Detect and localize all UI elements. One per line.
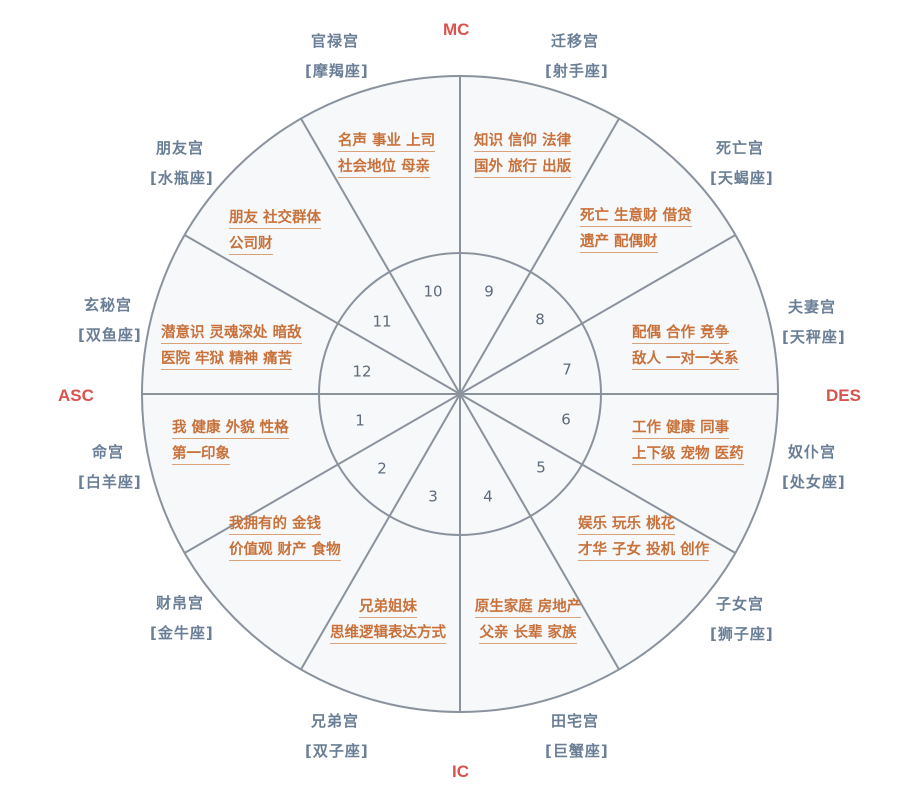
zodiac-sign: [巨蟹座] bbox=[545, 742, 609, 760]
house-name: 兄弟宫 bbox=[310, 712, 359, 730]
house-number-5: 5 bbox=[536, 459, 546, 477]
zodiac-sign: [天秤座] bbox=[782, 328, 846, 346]
mc-axis-label: MC bbox=[443, 20, 470, 39]
house-description-2: 我拥有的 金钱 价值观 财产 食物 bbox=[229, 509, 341, 566]
zodiac-sign: [射手座] bbox=[545, 62, 609, 80]
house-number-8: 8 bbox=[535, 311, 545, 329]
house-description-6: 工作 健康 同事 上下级 宠物 医药 bbox=[632, 413, 744, 470]
house-description-9: 知识 信仰 法律 国外 旅行 出版 bbox=[474, 126, 572, 183]
house-number-3: 3 bbox=[428, 488, 438, 506]
house-description-11: 朋友 社交群体 公司财 bbox=[229, 203, 322, 260]
house-number-4: 4 bbox=[483, 488, 493, 506]
house-name: 迁移宫 bbox=[550, 32, 599, 50]
house-description-1: 我 健康 外貌 性格 第一印象 bbox=[172, 413, 289, 470]
house-number-11: 11 bbox=[372, 313, 391, 331]
zodiac-sign: [双鱼座] bbox=[78, 326, 142, 344]
zodiac-sign: [天蝎座] bbox=[710, 169, 774, 187]
zodiac-sign: [水瓶座] bbox=[150, 169, 214, 187]
house-description-10: 名声 事业 上司 社会地位 母亲 bbox=[338, 126, 436, 183]
house-label-8: 死亡宫 [天蝎座] bbox=[710, 133, 774, 193]
house-label-5: 子女宫 [狮子座] bbox=[710, 589, 774, 649]
house-description-12: 潜意识 灵魂深处 暗敌 医院 牢狱 精神 痛苦 bbox=[161, 318, 302, 375]
house-name: 夫妻宫 bbox=[787, 298, 836, 316]
house-label-1: 命宫 [白羊座] bbox=[78, 437, 142, 497]
house-label-12: 玄秘宫 [双鱼座] bbox=[78, 290, 142, 350]
house-description-8: 死亡 生意财 借贷 遗产 配偶财 bbox=[580, 201, 692, 258]
des-axis-label: DES bbox=[826, 386, 861, 405]
house-label-2: 财帛宫 [金牛座] bbox=[150, 588, 214, 648]
house-name: 奴仆宫 bbox=[787, 443, 836, 461]
house-number-6: 6 bbox=[561, 411, 571, 429]
house-description-7: 配偶 合作 竞争 敌人 一对一关系 bbox=[632, 318, 739, 375]
zodiac-sign: [摩羯座] bbox=[305, 62, 369, 80]
house-description-4: 原生家庭 房地产 父亲 长辈 家族 bbox=[465, 592, 591, 649]
zodiac-sign: [白羊座] bbox=[78, 473, 142, 491]
house-label-11: 朋友宫 [水瓶座] bbox=[150, 133, 214, 193]
ic-axis-label: IC bbox=[452, 762, 469, 781]
house-label-9: 迁移宫 [射手座] bbox=[545, 26, 609, 86]
house-name: 子女宫 bbox=[715, 595, 764, 613]
house-number-9: 9 bbox=[484, 283, 494, 301]
house-number-2: 2 bbox=[377, 460, 387, 478]
zodiac-sign: [金牛座] bbox=[150, 624, 214, 642]
house-label-3: 兄弟宫 [双子座] bbox=[305, 706, 369, 766]
house-label-7: 夫妻宫 [天秤座] bbox=[782, 292, 846, 352]
house-name: 死亡宫 bbox=[715, 139, 764, 157]
asc-axis-label: ASC bbox=[58, 386, 94, 405]
house-description-3: 兄弟姐妹 思维逻辑表达方式 bbox=[320, 592, 456, 649]
house-number-1: 1 bbox=[355, 412, 365, 430]
house-label-6: 奴仆宫 [处女座] bbox=[782, 437, 846, 497]
house-description-5: 娱乐 玩乐 桃花 才华 子女 投机 创作 bbox=[578, 509, 710, 566]
house-name: 玄秘宫 bbox=[83, 296, 132, 314]
house-name: 财帛宫 bbox=[155, 594, 204, 612]
zodiac-sign: [狮子座] bbox=[710, 625, 774, 643]
zodiac-sign: [处女座] bbox=[782, 473, 846, 491]
house-cusp-lines bbox=[142, 76, 778, 712]
cusp-line-8-2 bbox=[184, 234, 736, 554]
house-name: 朋友宫 bbox=[155, 139, 204, 157]
house-name: 命宫 bbox=[91, 443, 124, 461]
house-number-12: 12 bbox=[352, 363, 371, 381]
zodiac-sign: [双子座] bbox=[305, 742, 369, 760]
outer-circle bbox=[141, 75, 779, 713]
house-name: 官禄宫 bbox=[310, 32, 359, 50]
house-number-10: 10 bbox=[423, 283, 442, 301]
house-label-10: 官禄宫 [摩羯座] bbox=[305, 26, 369, 86]
house-numbers: 1 2 3 4 5 6 7 8 9 10 11 12 bbox=[352, 283, 571, 506]
inner-circle bbox=[318, 252, 602, 536]
house-number-7: 7 bbox=[562, 361, 572, 379]
house-label-4: 田宅宫 [巨蟹座] bbox=[545, 706, 609, 766]
house-name: 田宅宫 bbox=[550, 712, 599, 730]
